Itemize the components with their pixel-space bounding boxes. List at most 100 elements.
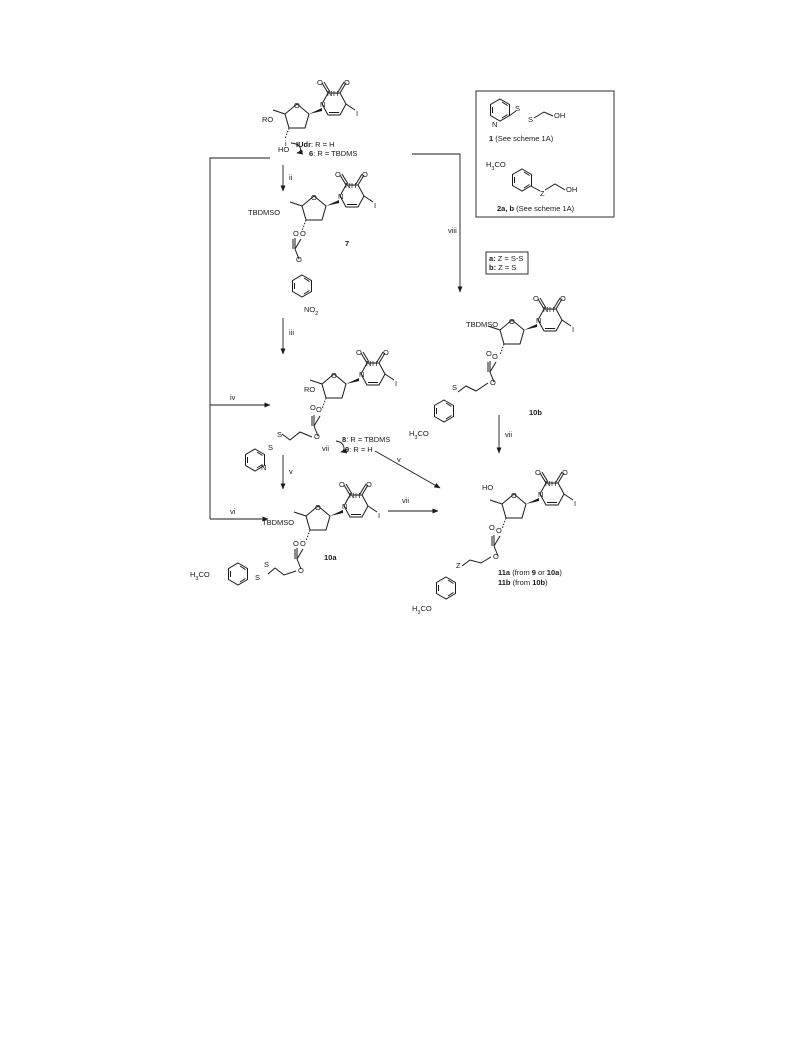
atom-o: O [489, 523, 495, 532]
atom-ro: RO [262, 115, 273, 124]
label-iudr: IUdr: R = H [296, 140, 335, 149]
atom-i: I [378, 511, 380, 520]
arrow-i [290, 142, 304, 155]
compound-iudr-6: O N O O N H I RO HO [262, 78, 358, 154]
atom-tbdmso: TBDMSO [466, 320, 498, 329]
atom-o: O [362, 170, 368, 179]
atom-n: N [349, 491, 354, 500]
atom-n: N [492, 120, 497, 129]
atom-o: O [356, 348, 362, 357]
arrow-v-to-11 [374, 450, 441, 489]
atom-tbdmso: TBDMSO [248, 208, 280, 217]
atom-h3co: H3CO [409, 429, 429, 441]
atom-n: N [320, 100, 325, 109]
step-vii: vii [322, 444, 329, 453]
atom-s: S [452, 383, 457, 392]
atom-o: O [317, 78, 323, 87]
step-i: i [285, 139, 287, 148]
arrow-viii [412, 153, 463, 293]
atom-o: O [298, 566, 304, 575]
atom-o: O [300, 539, 306, 548]
atom-n: N [327, 89, 332, 98]
label-8: 8: R = TBDMS [342, 435, 390, 444]
step-iii: iii [289, 328, 294, 337]
atom-o: O [296, 255, 302, 264]
legend-box [485, 251, 529, 275]
compound-10a: O N O O N H I TBDMSO O O O S S H3CO 10a [190, 480, 380, 586]
atom-o: O [331, 371, 337, 380]
atom-o: O [496, 526, 502, 535]
step-viii: viii [448, 226, 457, 235]
step-vii: vii [402, 496, 409, 505]
atom-no2: NO2 [304, 305, 318, 317]
atom-o: O [294, 101, 300, 110]
atom-h: H [333, 89, 338, 98]
atom-s: S [277, 430, 282, 439]
atom-o: O [311, 193, 317, 202]
atom-o: O [366, 480, 372, 489]
atom-o: O [344, 78, 350, 87]
atom-o: O [509, 317, 515, 326]
atom-s: S [255, 573, 260, 582]
compound-11: O N O O N H I HO O O O Z H3CO [412, 468, 576, 616]
inset-compound-2: H3CO Z OH [486, 160, 577, 198]
label-10a: 10a [324, 553, 337, 562]
atom-o: O [533, 294, 539, 303]
label-9: 9: R = H [345, 445, 373, 454]
atom-h: H [551, 479, 556, 488]
atom-z: Z [540, 189, 545, 198]
atom-o: O [535, 468, 541, 477]
reagents-inset-box [475, 90, 615, 218]
step-vi: vi [230, 507, 236, 516]
atom-o: O [335, 170, 341, 179]
atom-o: O [511, 491, 517, 500]
label-10b: 10b [529, 408, 542, 417]
legend-a: a: Z = S-S [489, 254, 523, 263]
step-v: v [397, 455, 401, 464]
step-vii: vii [505, 430, 512, 439]
atom-oh: OH [566, 185, 577, 194]
atom-ho: HO [482, 483, 493, 492]
atom-o: O [293, 539, 299, 548]
label-11a: 11a (from 9 or 10a) [498, 568, 562, 577]
atom-s: S [264, 560, 269, 569]
atom-o: O [300, 229, 306, 238]
atom-h3co: H3CO [486, 160, 506, 172]
atom-o: O [339, 480, 345, 489]
inset-label-1: 1 (See scheme 1A) [489, 134, 554, 143]
atom-o: O [314, 432, 320, 441]
label-11b: 11b (from 10b) [498, 578, 548, 587]
atom-n: N [261, 463, 266, 472]
route-left [209, 157, 270, 519]
atom-s: S [528, 115, 533, 124]
atom-oh: OH [554, 111, 565, 120]
atom-h: H [351, 181, 356, 190]
arrow-vii-8-9 [335, 440, 348, 454]
atom-o: O [490, 378, 496, 387]
atom-n: N [543, 305, 548, 314]
inset-label-2: 2a, b (See scheme 1A) [497, 204, 575, 213]
atom-o: O [562, 468, 568, 477]
atom-tbdmso: TBDMSO [262, 518, 294, 527]
atom-ho: HO [278, 145, 289, 154]
atom-h: H [549, 305, 554, 314]
atom-n: N [359, 370, 364, 379]
step-iv: iv [230, 393, 236, 402]
compound-10b: O N O O N H I TBDMSO O O O S H3CO 10b [409, 294, 574, 441]
compound-7: O N O O N H I TBDMSO O O O NO2 7 [248, 170, 376, 317]
legend-b: b: Z = S [489, 263, 516, 272]
atom-i: I [374, 201, 376, 210]
atom-o: O [493, 552, 499, 561]
atom-i: I [572, 325, 574, 334]
atom-o: O [560, 294, 566, 303]
atom-h3co: H3CO [412, 604, 432, 616]
atom-n: N [342, 502, 347, 511]
atom-i: I [574, 499, 576, 508]
atom-o: O [492, 352, 498, 361]
compound-8-9: O N O O N H I RO O O O S S N [245, 348, 397, 472]
label-7: 7 [345, 239, 349, 248]
atom-o: O [310, 403, 316, 412]
atom-h: H [372, 359, 377, 368]
atom-h3co: H3CO [190, 570, 210, 582]
